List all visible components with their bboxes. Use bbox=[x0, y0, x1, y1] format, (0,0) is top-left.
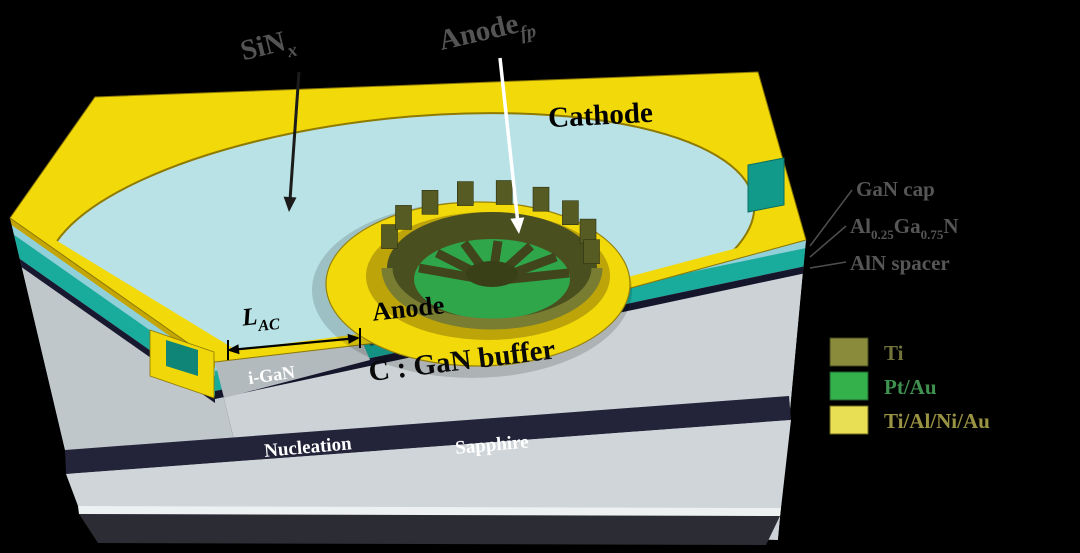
base-strip bbox=[79, 514, 780, 545]
nucleation-layer bbox=[65, 396, 791, 474]
legend-label-tialniau: Ti/Al/Ni/Au bbox=[884, 409, 990, 433]
substrate-bottom-highlight bbox=[78, 506, 781, 516]
annotation-gan-cap: GaN cap bbox=[856, 177, 935, 201]
sinx-arrow bbox=[283, 71, 301, 212]
annotation-leader-lines bbox=[809, 189, 853, 269]
anode-structure bbox=[312, 180, 632, 378]
sapphire-substrate bbox=[66, 420, 791, 508]
left-metal-side-strip bbox=[10, 218, 215, 368]
cathode-tab-notch bbox=[166, 340, 198, 376]
field-plate-teeth bbox=[381, 180, 600, 264]
legend-label-ptau: Pt/Au bbox=[884, 375, 937, 399]
legend: Ti Pt/Au Ti/Al/Ni/Au bbox=[829, 337, 990, 435]
label-lac: LAC bbox=[240, 301, 281, 337]
annotation-aln-spacer: AlN spacer bbox=[850, 251, 950, 275]
label-cathode: Cathode bbox=[547, 97, 653, 134]
legend-swatch-ti bbox=[829, 337, 869, 367]
legend-swatch-tialniau bbox=[829, 405, 869, 435]
annotation-algan: Al0.25Ga0.75N bbox=[850, 214, 959, 242]
device-3d bbox=[9, 71, 807, 545]
legend-label-ti: Ti bbox=[884, 341, 904, 365]
cathode-right-notch bbox=[747, 157, 785, 213]
lac-dimension-arrow bbox=[227, 328, 361, 360]
anodefp-arrow bbox=[498, 57, 525, 234]
field-plate-front-rim bbox=[381, 267, 603, 330]
legend-swatch-ptau bbox=[829, 371, 869, 401]
field-plate-hub bbox=[466, 261, 518, 287]
